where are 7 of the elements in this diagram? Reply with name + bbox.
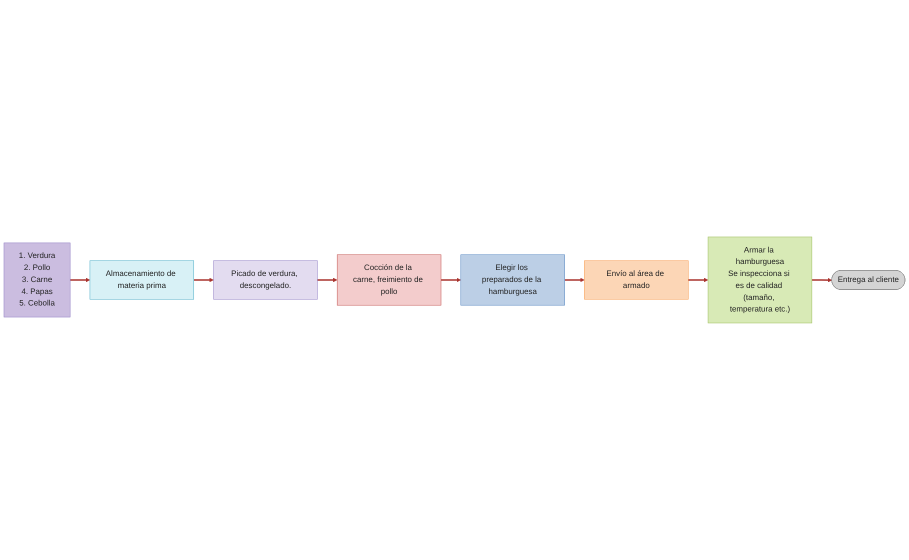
arrow [194,278,214,282]
arrow [317,278,338,282]
arrow [564,278,585,282]
arrow [688,278,708,282]
arrow [441,278,461,282]
arrow [812,278,832,282]
arrow [70,278,90,282]
